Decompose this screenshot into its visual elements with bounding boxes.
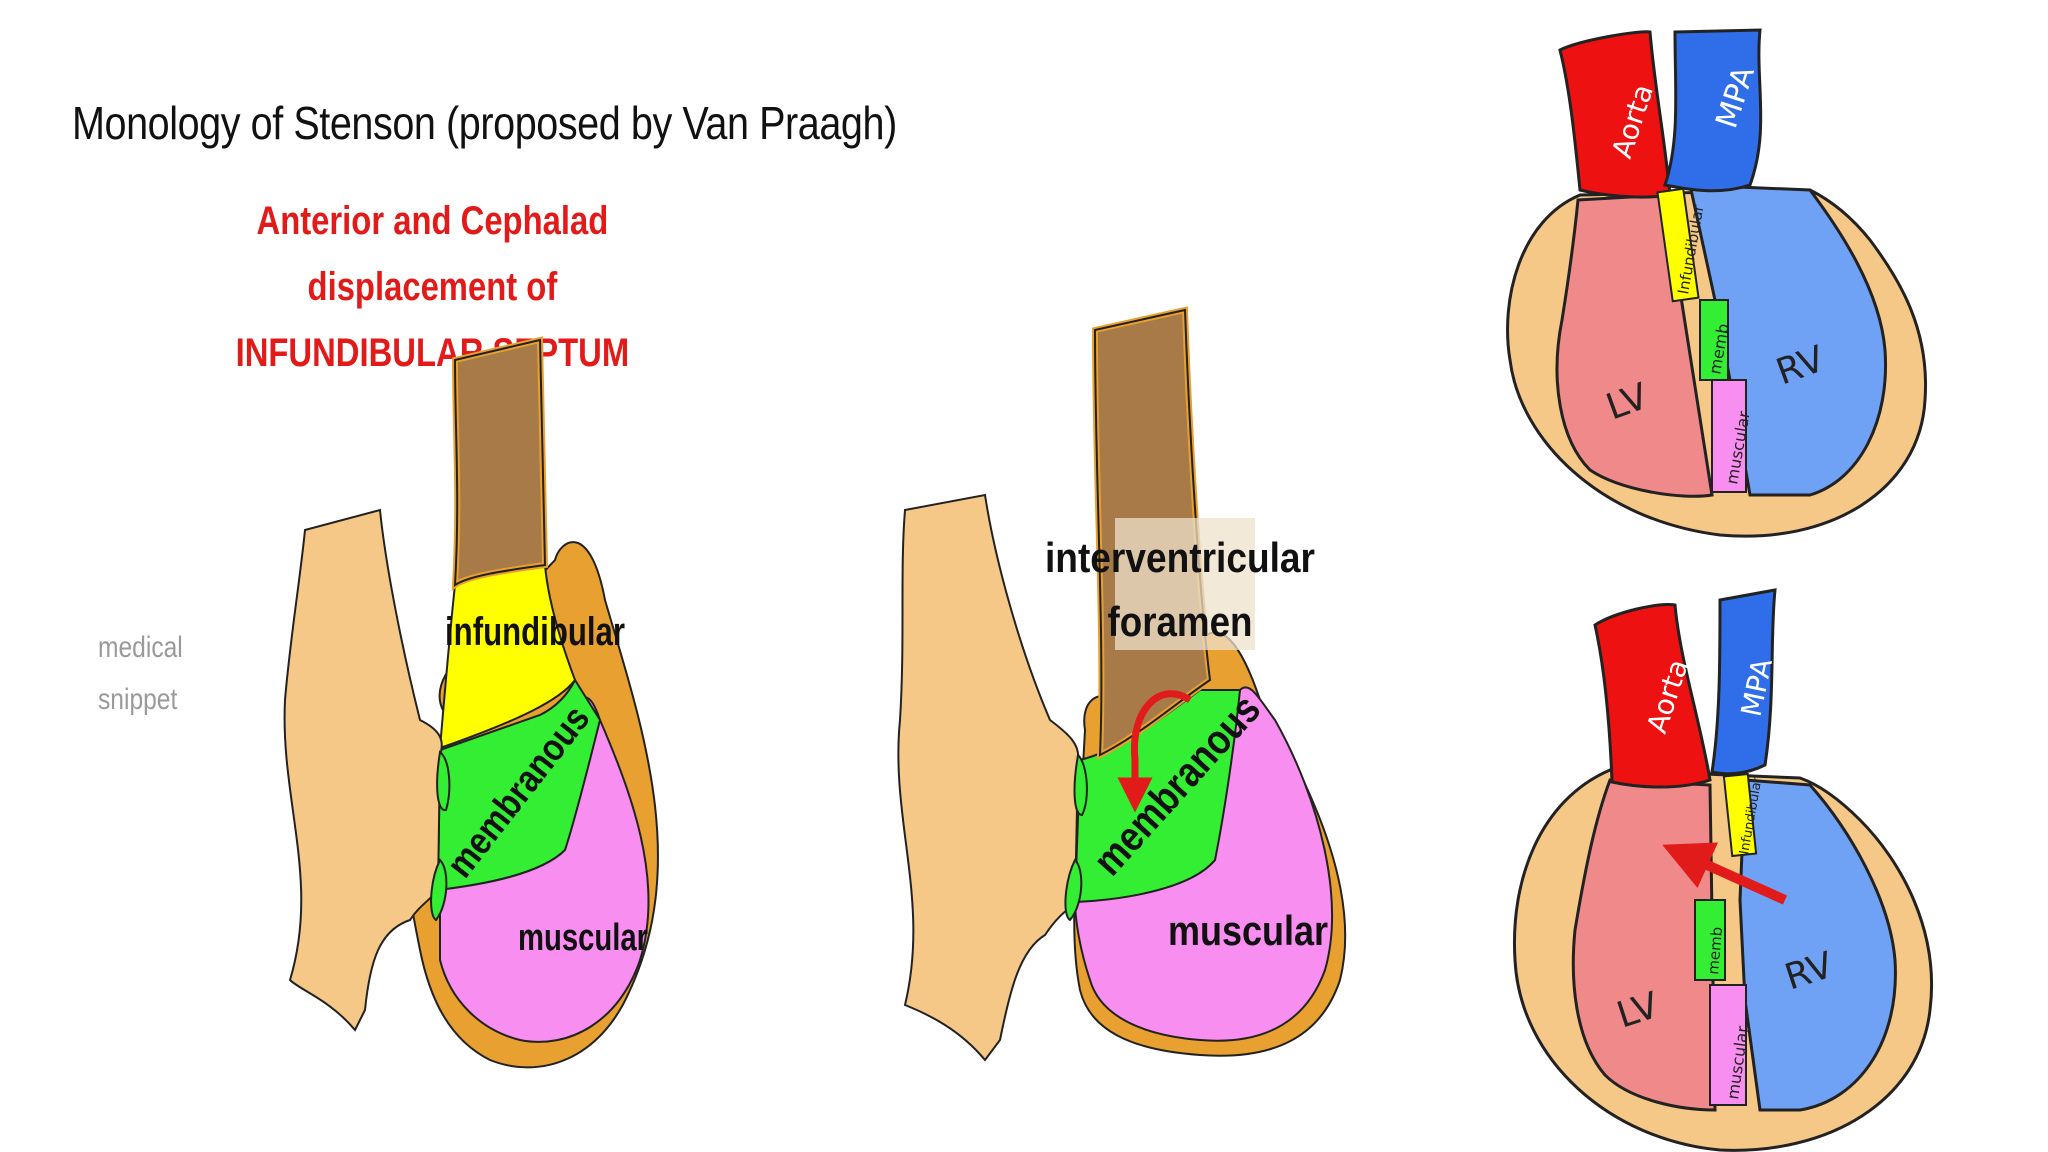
- middle-atrial-tissue: [897, 493, 1080, 1062]
- left-trunk-tube: [451, 336, 549, 591]
- middle-label-muscular: muscular: [1168, 907, 1328, 954]
- middle-septal-rim-upper: [1073, 752, 1088, 817]
- tr-mpa: [1663, 28, 1763, 193]
- br-infundibular-band: [1722, 772, 1758, 858]
- br-aorta: [1593, 602, 1712, 789]
- slide-title: Monology of Stenson (proposed by Van Pra…: [72, 97, 897, 149]
- br-memb-band: [1694, 899, 1726, 981]
- br-shift-arrow: [1662, 842, 1788, 905]
- br-lv: [1571, 778, 1717, 1112]
- diagram-middle: interventricular foramen membranous musc…: [897, 306, 1347, 1062]
- tr-infundibular-band: [1656, 187, 1700, 303]
- slide-subtitle: Anterior and Cephalad displacement of IN…: [170, 188, 695, 386]
- br-rv: [1738, 778, 1897, 1112]
- middle-label-foramen-line2: foramen: [1108, 598, 1253, 645]
- tr-aorta: [1558, 30, 1672, 199]
- watermark-line-1: medical: [98, 631, 183, 664]
- middle-septal-rim-lower: [1064, 858, 1083, 922]
- left-membranous-region: [436, 677, 602, 892]
- diagram-left: infundibular membranous muscular: [283, 336, 659, 1069]
- subtitle-line-1: Anterior and Cephalad displacement of: [256, 199, 609, 309]
- subtitle-line-2: INFUNDIBULAR SEPTUM: [235, 331, 630, 375]
- left-septal-rim-upper: [436, 750, 451, 812]
- middle-curved-arrow: [1117, 690, 1192, 813]
- tr-muscular-band: [1711, 379, 1747, 493]
- watermark-line-2: snippet: [98, 683, 178, 716]
- diagram-top-right: Aorta MPA Infundibular memb muscular LV …: [1506, 28, 1928, 538]
- left-label-muscular: muscular: [518, 917, 648, 959]
- diagram-bottom-right: Aorta MPA Infundibular memb muscular LV …: [1512, 588, 1933, 1152]
- left-label-infundibular: infundibular: [445, 610, 625, 654]
- watermark: medical snippet: [98, 622, 183, 726]
- middle-label-foramen-line1: interventricular: [1045, 534, 1315, 581]
- middle-foramen-label-bg: [1115, 518, 1255, 650]
- br-muscular-band: [1709, 984, 1747, 1106]
- left-atrial-tissue: [283, 508, 443, 1032]
- left-septal-rim-lower: [430, 858, 448, 922]
- br-label-memb: memb: [1704, 926, 1726, 975]
- br-mpa: [1710, 588, 1777, 776]
